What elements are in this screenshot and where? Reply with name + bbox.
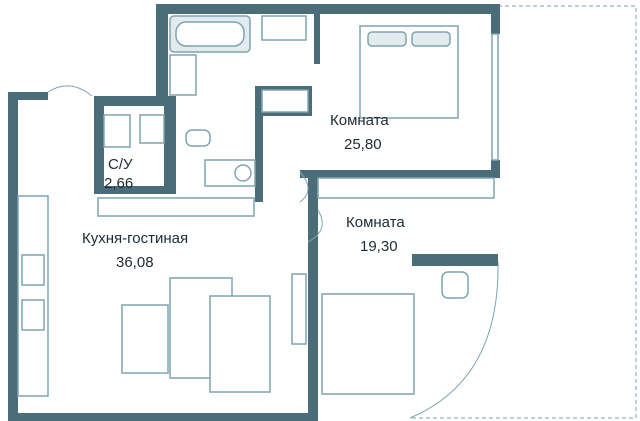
- dining-table: [121, 304, 169, 374]
- toilet: [185, 129, 211, 147]
- rug: [209, 295, 271, 393]
- sink: [169, 54, 197, 96]
- tv-unit: [291, 273, 307, 345]
- furniture: [17, 15, 499, 397]
- chair: [441, 271, 469, 299]
- room-label-bedroom-2: Комната: [346, 214, 405, 231]
- room-area-bedroom-2: 19,30: [360, 238, 398, 255]
- doors: [47, 85, 323, 243]
- window-right: [491, 33, 499, 161]
- room-label-kitchen-living: Кухня-гостиная: [82, 230, 189, 247]
- storage: [97, 197, 255, 217]
- balcony-outline: [409, 5, 637, 419]
- room-area-bathroom: 2,66: [104, 175, 134, 192]
- kitchen-counter: [17, 195, 49, 397]
- room-area-bedroom-1: 25,80: [344, 136, 382, 153]
- room-area-kitchen-living: 36,08: [116, 254, 154, 271]
- room-label-bathroom: С/У: [108, 156, 133, 173]
- room-label-bedroom-1: Комната: [330, 112, 389, 129]
- wardrobe: [261, 15, 307, 41]
- desk: [317, 177, 495, 199]
- bed-small: [321, 293, 415, 395]
